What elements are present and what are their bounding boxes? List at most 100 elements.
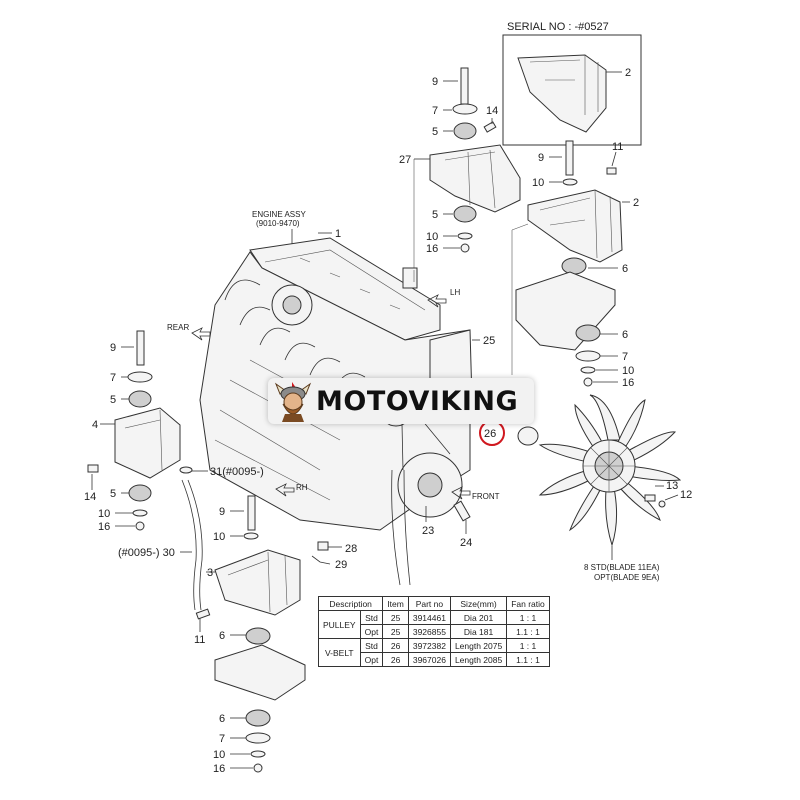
callout-9: 9 — [110, 342, 116, 354]
rubber-part-6 — [245, 627, 271, 645]
callout-6: 6 — [622, 263, 628, 275]
direction-rear: REAR — [167, 323, 189, 332]
bolt-part-14 — [483, 121, 497, 133]
cell-desc: V-BELT — [318, 638, 361, 667]
cell-part: 3926855 — [407, 624, 451, 639]
cell-size: Dia 201 — [449, 610, 508, 625]
cell-part: 3967026 — [407, 652, 451, 667]
callout-31: 31(#0095-) — [210, 466, 264, 478]
callout-6: 6 — [219, 713, 225, 725]
bottom-left-mount: 9 10 3 11 6 6 7 10 16 — [194, 495, 306, 775]
callout-10: 10 — [426, 231, 438, 243]
table-row: Opt 26 3967026 Length 2085 1.1 : 1 — [319, 652, 550, 667]
cell-type: Std — [359, 610, 384, 625]
callout-6: 6 — [219, 630, 225, 642]
table-row: Opt 25 3926855 Dia 181 1.1 : 1 — [319, 624, 550, 639]
callout-5: 5 — [110, 488, 116, 500]
bolt-part-11 — [606, 167, 617, 175]
cell-ratio: 1.1 : 1 — [506, 624, 550, 639]
bracket-part-4 — [114, 407, 181, 479]
bracket-part-2-inset — [517, 54, 607, 133]
spec-table: Description Item Part no Size(mm) Fan ra… — [317, 596, 550, 667]
bracket-part-3 — [214, 549, 301, 616]
callout-10: 10 — [98, 508, 110, 520]
arrow-rear-icon — [191, 327, 211, 341]
header-fan-ratio: Fan ratio — [506, 596, 550, 611]
callout-5: 5 — [432, 126, 438, 138]
callout-16: 16 — [213, 763, 225, 775]
header-size: Size(mm) — [449, 596, 508, 611]
callout-16: 16 — [622, 377, 634, 389]
header-part-no: Part no — [407, 596, 451, 611]
callout-10: 10 — [213, 749, 225, 761]
bolt-part-24 — [453, 500, 471, 522]
cell-type: Std — [359, 638, 384, 653]
callout-9: 9 — [538, 152, 544, 164]
callout-26: 26 — [484, 428, 496, 440]
engine-label: ENGINE ASSY — [252, 210, 306, 219]
callout-3: 3 — [207, 567, 213, 579]
cell-type: Opt — [359, 624, 384, 639]
callout-10: 10 — [213, 531, 225, 543]
cell-desc: PULLEY — [318, 610, 361, 639]
left-mount-stack: 9 7 5 4 14 5 10 16 — [84, 330, 181, 533]
brand-name: MOTOVIKING — [316, 385, 519, 417]
callout-7: 7 — [622, 351, 628, 363]
callout-14: 14 — [486, 105, 498, 117]
serial-inset: SERIAL NO : -#0527 2 — [502, 21, 642, 146]
cell-size: Length 2075 — [449, 638, 508, 653]
callout-27: 27 — [399, 154, 411, 166]
table-row: PULLEY Std 25 3914461 Dia 201 1 : 1 — [318, 610, 550, 639]
cell-ratio: 1 : 1 — [506, 610, 550, 625]
callout-29: 29 — [335, 559, 347, 571]
right-upper-mount: 9 10 11 2 6 6 7 10 16 — [511, 140, 639, 389]
callout-7: 7 — [110, 372, 116, 384]
callout-7: 7 — [432, 105, 438, 117]
viking-mascot-icon — [274, 382, 312, 422]
callout-7: 7 — [219, 733, 225, 745]
callout-11: 11 — [612, 141, 623, 153]
serial-label: SERIAL NO : -#0527 — [507, 21, 609, 33]
callout-2: 2 — [625, 67, 631, 79]
bolt-part-9 — [565, 140, 574, 176]
rubber-part-5 — [453, 205, 477, 223]
bolt-part-11 — [195, 608, 211, 620]
cell-type: Opt — [359, 652, 384, 667]
direction-front: FRONT — [472, 492, 500, 501]
cell-ratio: 1 : 1 — [506, 638, 550, 653]
callout-10: 10 — [622, 365, 634, 377]
direction-markers: LH REAR RH FRONT — [167, 288, 500, 501]
arrow-rh-icon — [275, 483, 295, 497]
bolt-part-9 — [136, 330, 145, 366]
header-description: Description — [317, 596, 384, 611]
cooling-fan: 13 12 8 STD(BLADE 11EA) OPT(BLADE 9EA) — [517, 394, 692, 582]
rubber-part-5 — [128, 390, 152, 408]
bracket-part-2 — [527, 189, 623, 263]
drain-hose: 31(#0095-) (#0095-) 30 — [118, 466, 264, 611]
callout-14: 14 — [84, 491, 96, 503]
callout-5: 5 — [432, 209, 438, 221]
washer-part-7 — [452, 103, 478, 115]
arrow-front-icon — [451, 486, 471, 500]
callout-30: (#0095-) 30 — [118, 547, 175, 559]
upper-mount-stack: 9 7 5 14 27 5 10 16 — [399, 67, 521, 282]
callout-16: 16 — [426, 243, 438, 255]
callout-4: 4 — [92, 419, 98, 431]
fan-note-std: 8 STD(BLADE 11EA) — [584, 563, 660, 572]
callout-24: 24 — [460, 537, 472, 549]
cell-item: 25 — [382, 624, 409, 639]
hose-part-30 — [181, 479, 197, 611]
fan-blades-part-8 — [538, 394, 682, 547]
bolt-part-9 — [460, 67, 469, 105]
rubber-part-6 — [561, 257, 587, 275]
fan-note-opt: OPT(BLADE 9EA) — [594, 573, 660, 582]
callout-25: 25 — [483, 335, 495, 347]
direction-lh: LH — [450, 288, 460, 297]
sensor-part-28 — [317, 541, 329, 551]
frame-plate-right — [515, 271, 616, 351]
arrow-lh-icon — [427, 294, 447, 308]
sensor-assembly: 28 29 — [311, 541, 357, 571]
bracket-part-27 — [429, 144, 521, 213]
cell-part: 3972382 — [407, 638, 451, 653]
callout-10: 10 — [532, 177, 544, 189]
